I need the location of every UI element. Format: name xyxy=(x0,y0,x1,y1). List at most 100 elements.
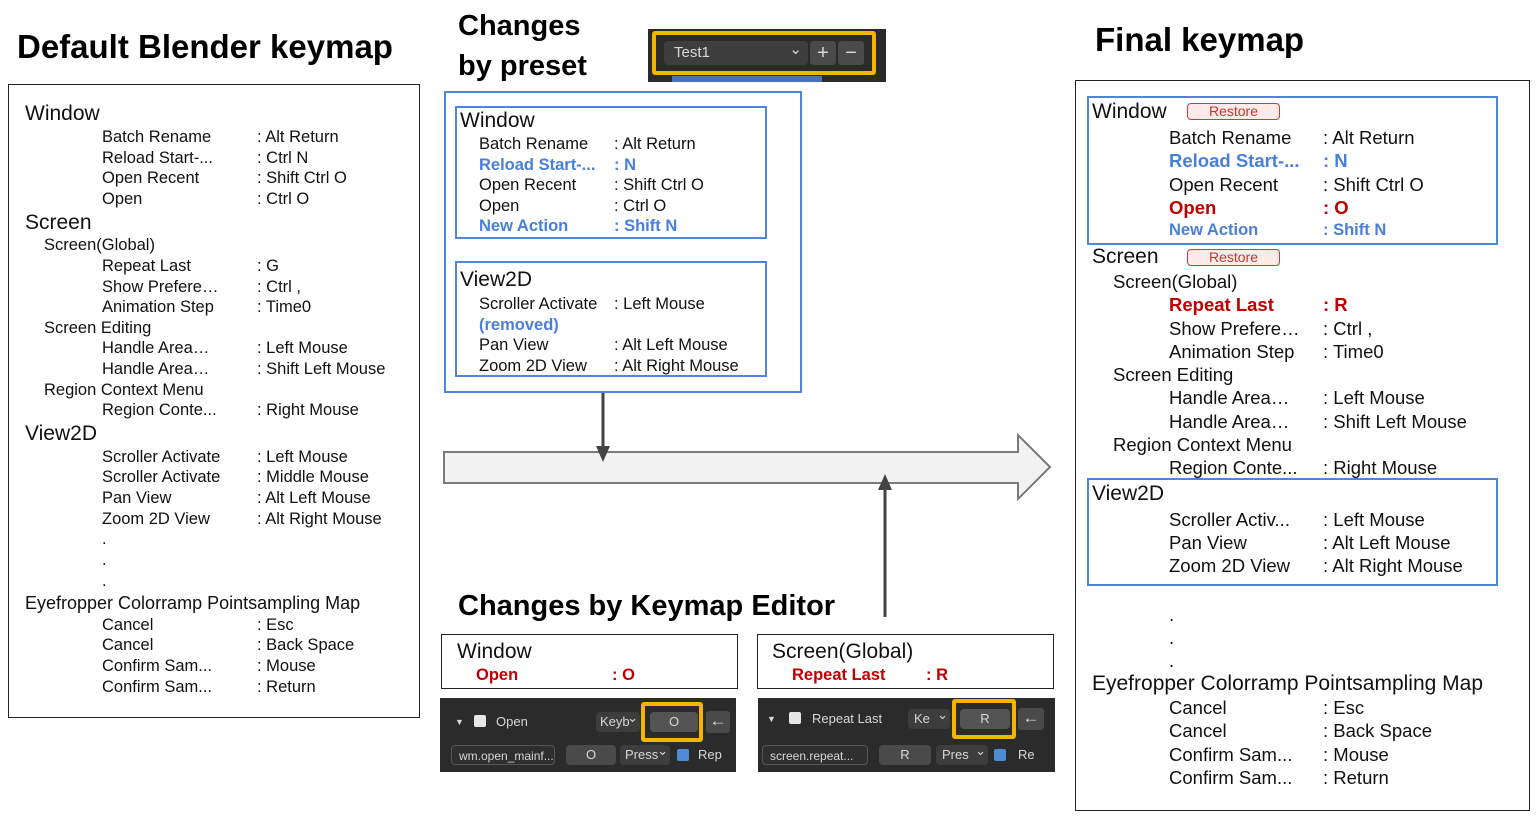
keymap-item-name: Zoom 2D View xyxy=(479,357,587,375)
preset-dropdown[interactable]: Test1 ⌄ xyxy=(664,41,808,65)
restore-screen-button[interactable]: Restore xyxy=(1187,249,1280,266)
keymap-item-key-edited: : O xyxy=(1323,197,1349,218)
enable-checkbox[interactable] xyxy=(789,712,801,724)
keymap-item-key: : Ctrl O xyxy=(614,197,667,215)
keymap-item-label: Open xyxy=(496,714,528,729)
keymap-item-name-edited: Repeat Last xyxy=(1169,294,1274,315)
final-keymap-title: Final keymap xyxy=(1095,21,1305,58)
keymap-item-name: Cancel xyxy=(102,616,154,634)
restore-window-button[interactable]: Restore xyxy=(1187,103,1280,120)
editor-window-box xyxy=(441,634,738,689)
back-arrow-icon[interactable]: ← xyxy=(706,711,730,733)
map-type-value: Ke xyxy=(914,711,930,726)
keymap-item-name: Zoom 2D View xyxy=(1169,555,1290,576)
keymap-item-key: : Ctrl , xyxy=(257,278,301,296)
keymap-item-name: Repeat Last xyxy=(102,257,191,275)
keymap-item-key-changed: : R xyxy=(926,666,948,684)
repeat-checkbox[interactable] xyxy=(994,749,1006,761)
keymap-item-key-edited: : R xyxy=(1323,294,1348,315)
keymap-item-key: : Alt Left Mouse xyxy=(1323,532,1451,553)
keymap-item-key: : Esc xyxy=(1323,697,1365,718)
keymap-item-key: : Return xyxy=(1323,767,1389,788)
event-dropdown[interactable]: Press⌄ xyxy=(620,745,670,765)
keymap-item-name: Scroller Activ... xyxy=(1169,509,1290,530)
keymap-item-key: : Left Mouse xyxy=(614,295,705,313)
keymap-item-name-changed: Open xyxy=(476,666,519,684)
editor-screen-box xyxy=(757,634,1054,689)
key-field[interactable]: O xyxy=(566,745,616,765)
keymap-item-key-added: : Shift N xyxy=(614,217,678,235)
repeat-checkbox[interactable] xyxy=(677,749,689,761)
repeat-label: Re xyxy=(1018,747,1035,762)
editor-screen-global-header: Screen(Global) xyxy=(772,640,914,663)
down-arrow-icon xyxy=(596,393,610,462)
keymap-item-name-edited: Open xyxy=(1169,197,1217,218)
map-type-dropdown[interactable]: Keyb⌄ xyxy=(596,712,640,732)
big-right-arrow xyxy=(443,432,1052,502)
keymap-item-name: Cancel xyxy=(1169,720,1227,741)
default-keymap-panel xyxy=(8,84,420,718)
keymap-item-name: Handle Area… xyxy=(1169,387,1290,408)
event-dropdown[interactable]: Pres⌄ xyxy=(936,745,988,765)
keymap-item-name: Confirm Sam... xyxy=(1169,767,1293,788)
keymap-item-key: : Time0 xyxy=(1323,341,1384,362)
keymap-item-key: : Right Mouse xyxy=(1323,457,1438,478)
keymap-item-key: : Alt Return xyxy=(614,135,696,153)
final-window-header: Window xyxy=(1092,100,1167,123)
keymap-item-name: Animation Step xyxy=(102,298,214,316)
keymap-item-name: Show Prefere… xyxy=(102,278,219,296)
keymap-item-name: Confirm Sam... xyxy=(1169,744,1293,765)
key-capture-highlight xyxy=(641,702,703,742)
keymap-item-key: : Ctrl O xyxy=(257,190,310,208)
keymap-item-key: : Back Space xyxy=(1323,720,1433,741)
ellipsis-dot: . xyxy=(1169,604,1175,625)
keymap-item-key: : Esc xyxy=(257,616,294,634)
expand-triangle-icon[interactable]: ▼ xyxy=(455,717,464,727)
keymap-item-key: : Ctrl , xyxy=(1323,318,1373,339)
keymap-item-name-added: New Action xyxy=(479,217,569,235)
keymap-item-key: : Time0 xyxy=(257,298,312,316)
keymap-item-key-added: : Shift N xyxy=(1323,221,1387,239)
preset-highlight xyxy=(652,31,876,75)
keymap-item-key: : Alt Return xyxy=(257,128,339,146)
keymap-item-name: Handle Area… xyxy=(1169,411,1290,432)
keymap-item-name: Pan View xyxy=(479,336,549,354)
keymap-item-key: : Shift Ctrl O xyxy=(614,176,704,194)
keymap-item-key-changed: : N xyxy=(614,156,636,174)
enable-checkbox[interactable] xyxy=(474,715,486,727)
up-arrow-icon xyxy=(878,474,892,617)
keymap-item-name: Cancel xyxy=(1169,697,1227,718)
keymap-item-name: Open xyxy=(479,197,520,215)
chevron-down-icon: ⌄ xyxy=(937,709,948,722)
keymap-editor-changes-title: Changes by Keymap Editor xyxy=(458,590,836,622)
default-region-menu-header: Region Context Menu xyxy=(44,381,204,399)
key-capture-button[interactable]: O xyxy=(650,712,698,732)
keymap-item-name: Scroller Activate xyxy=(102,448,221,466)
map-type-dropdown[interactable]: Ke ⌄ xyxy=(908,709,950,729)
preset-name: Test1 xyxy=(674,44,710,61)
keymap-item-key: : Alt Return xyxy=(1323,127,1415,148)
final-window-box xyxy=(1087,96,1498,245)
key-capture-button[interactable]: R xyxy=(960,709,1010,729)
default-window-header: Window xyxy=(25,102,100,125)
final-view2d-header: View2D xyxy=(1092,482,1164,505)
operator-id-field[interactable]: wm.open_mainf... xyxy=(451,745,555,765)
keymap-item-name: Open Recent xyxy=(479,176,577,194)
chevron-down-icon: ⌄ xyxy=(975,745,986,758)
final-screen-global-header: Screen(Global) xyxy=(1113,271,1238,292)
remove-preset-button[interactable]: − xyxy=(838,41,864,65)
operator-id-field[interactable]: screen.repeat... xyxy=(762,745,868,765)
keymap-item-name-changed: Repeat Last xyxy=(792,666,886,684)
keymap-item-key: : Left Mouse xyxy=(1323,509,1425,530)
expand-triangle-icon[interactable]: ▼ xyxy=(767,714,776,724)
back-arrow-icon[interactable]: ← xyxy=(1018,708,1044,730)
keymap-item-key: : Alt Right Mouse xyxy=(614,357,739,375)
preset-window-box xyxy=(455,106,767,239)
final-view2d-box xyxy=(1087,478,1498,586)
keymap-item-name: Open Recent xyxy=(1169,174,1279,195)
ellipsis-dot: . xyxy=(102,530,107,548)
final-screen-editing-header: Screen Editing xyxy=(1113,364,1234,385)
key-field[interactable]: R xyxy=(879,745,931,765)
repeat-label: Rep xyxy=(698,747,722,762)
add-preset-button[interactable]: + xyxy=(810,41,836,65)
